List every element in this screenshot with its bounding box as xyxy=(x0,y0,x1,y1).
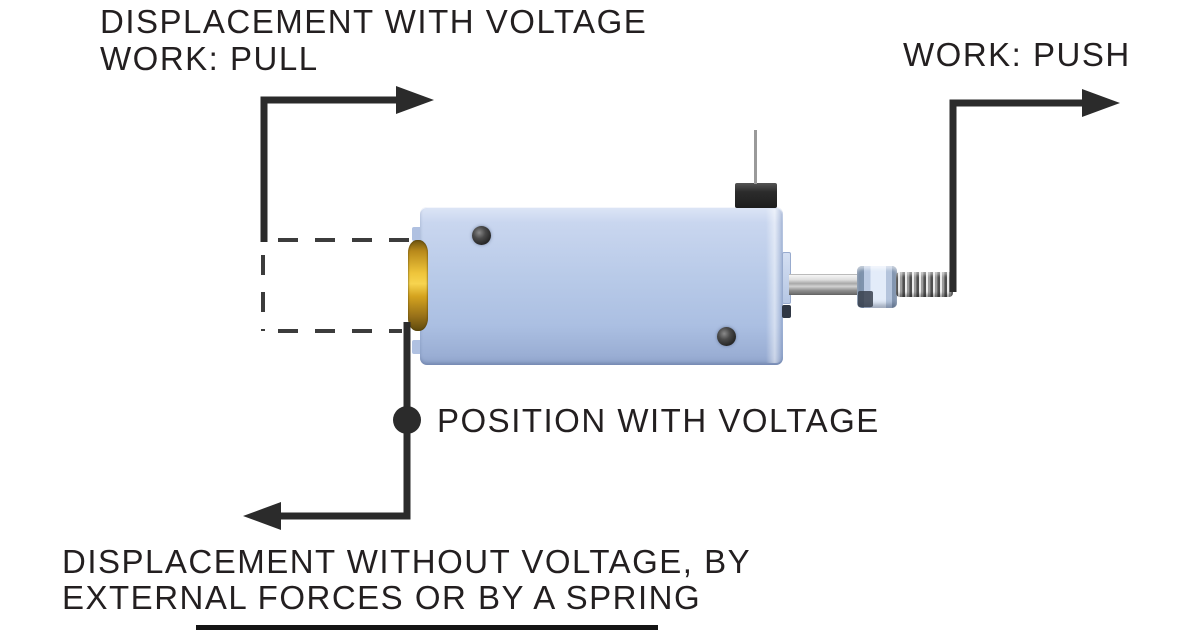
retracted-outline-dashed-box xyxy=(261,238,410,333)
pull-arrow xyxy=(260,86,434,242)
flange-step-top xyxy=(412,227,421,241)
cropped-bottom-bar xyxy=(196,625,658,630)
label-position-with-voltage: POSITION WITH VOLTAGE xyxy=(437,402,880,439)
hex-nut-facet xyxy=(858,291,873,307)
label-displacement-without-voltage: DISPLACEMENT WITHOUT VOLTAGE, BY EXTERNA… xyxy=(62,544,751,616)
shaft-guide-nub xyxy=(782,305,791,318)
screw-hole-front xyxy=(472,226,491,245)
release-arrow-line xyxy=(279,322,411,520)
screw-hole-rear xyxy=(717,327,736,346)
push-arrow xyxy=(949,89,1120,292)
actuator-end-cap xyxy=(766,209,782,363)
label-work-push: WORK: PUSH xyxy=(903,36,1131,73)
release-arrow xyxy=(243,322,411,530)
push-arrow-line xyxy=(949,99,1084,292)
return-spring xyxy=(896,272,953,297)
pull-arrow-line xyxy=(260,96,398,242)
electrical-connector-block xyxy=(735,183,777,208)
push-arrowhead-icon xyxy=(1082,89,1120,117)
label-release-line1: DISPLACEMENT WITHOUT VOLTAGE, BY xyxy=(62,543,752,580)
release-arrowhead-icon xyxy=(243,502,281,530)
plunger-shaft xyxy=(789,274,859,295)
brass-bushing xyxy=(408,240,428,331)
label-release-line2: EXTERNAL FORCES OR BY A SPRING xyxy=(62,579,702,616)
flange-step-bottom xyxy=(412,340,421,354)
label-displacement-with-voltage: DISPLACEMENT WITH VOLTAGE WORK: PULL xyxy=(100,3,647,77)
position-marker-dot-icon xyxy=(393,406,421,434)
label-pull-line1: DISPLACEMENT WITH VOLTAGE xyxy=(100,3,648,40)
pull-arrowhead-icon xyxy=(396,86,434,114)
label-pull-line2: WORK: PULL xyxy=(100,40,319,77)
